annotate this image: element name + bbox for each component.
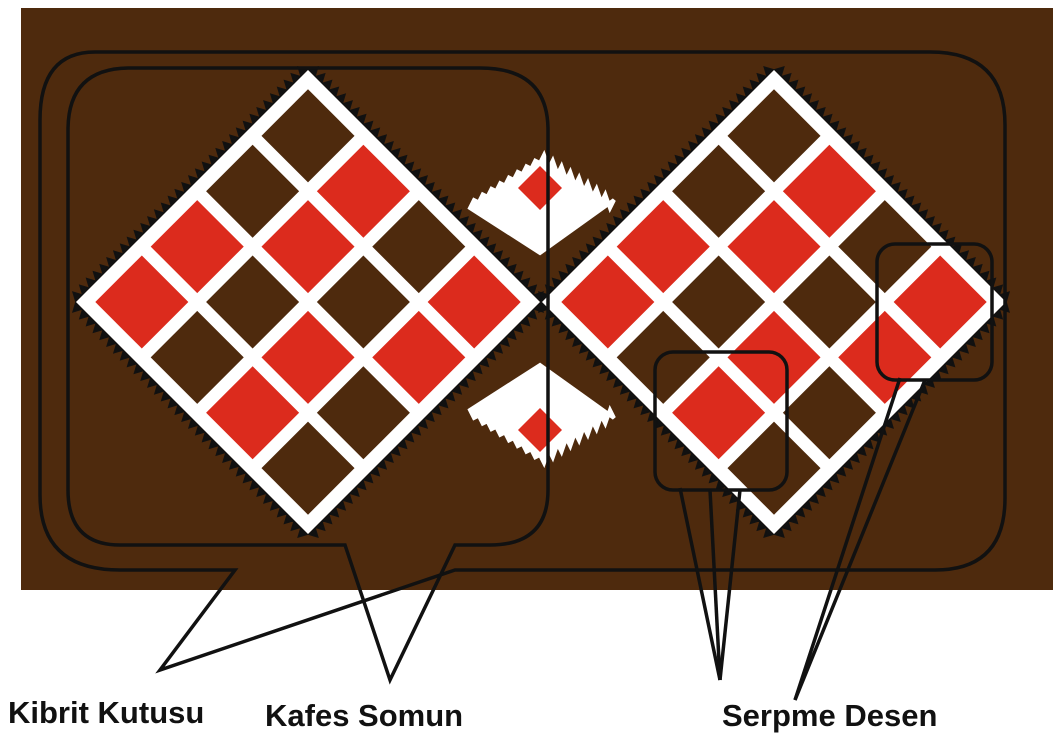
kibrit-kutusu-label: Kibrit Kutusu xyxy=(8,697,204,728)
kafes-somun-label: Kafes Somun xyxy=(265,700,463,731)
serpme-desen-label: Serpme Desen xyxy=(722,700,937,731)
